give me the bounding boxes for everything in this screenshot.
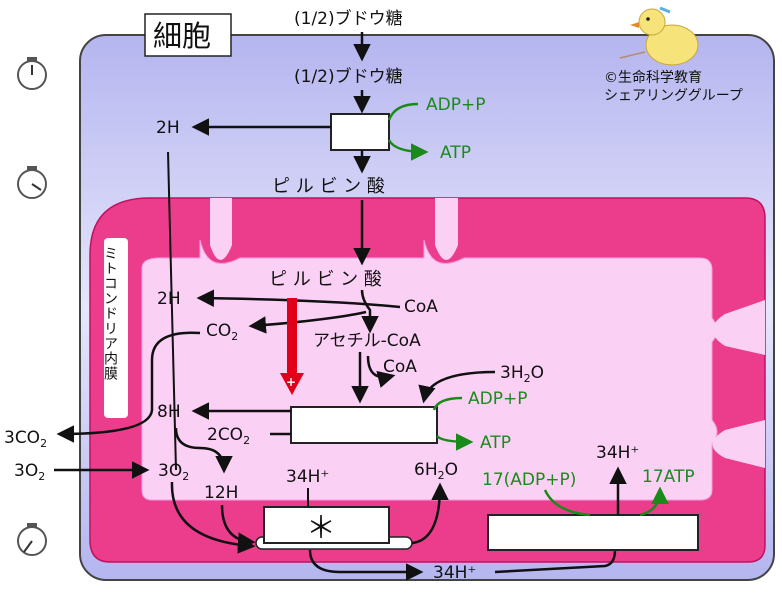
o2-intake-label: 3O2 xyxy=(14,461,45,483)
crista-2 xyxy=(435,198,458,260)
inner-membrane-label: ミトコンドリア内膜 xyxy=(102,246,118,381)
matrix-2h-label: 2H xyxy=(157,289,181,309)
glucose-outside-label: (1/2)ブドウ糖 xyxy=(294,8,403,29)
chick-mascot-icon xyxy=(619,6,699,66)
coa-branch-h-arrow xyxy=(196,289,401,309)
tca-atp-arrow xyxy=(436,433,474,451)
co2-export-label: 3CO2 xyxy=(4,428,47,450)
clock-icon xyxy=(17,57,47,90)
pyruvic-acid-matrix: ピ ル ビ ン 酸 xyxy=(269,269,382,290)
water-output-label: 6H2O xyxy=(414,460,458,482)
atp17-arrow xyxy=(639,486,669,517)
water-input-label: 3H2O xyxy=(500,363,544,385)
acetyl-coa-label: アセチル-CoA xyxy=(313,331,421,351)
copyright-line2: シェアリンググループ xyxy=(604,88,743,104)
proton-gradient-arrow xyxy=(308,549,424,581)
clock-icon xyxy=(17,166,47,199)
citric-acid-cycle-box xyxy=(290,406,438,444)
tca-adp-label: ADP+P xyxy=(468,389,527,409)
water-input-arrow xyxy=(418,370,496,404)
atp17-label: 17ATP xyxy=(642,467,695,487)
red-input-arrow: + xyxy=(280,298,304,395)
matrix-12h-label: 12H xyxy=(204,483,238,503)
proton-return-line xyxy=(494,549,617,574)
pyruvate-to-acetyl-arrow xyxy=(360,289,379,334)
etc-34h-top-label: 34H⁺ xyxy=(286,467,329,487)
coa-branch-co2-arrow xyxy=(248,310,367,334)
glycolysis-box xyxy=(330,113,390,151)
tca-atp-label: ATP xyxy=(480,433,511,453)
glycolysis-adp-label: ADP+P xyxy=(426,95,485,115)
clock-icon xyxy=(17,523,47,556)
atp-synthase-box xyxy=(487,514,699,551)
cell-label: 細胞 xyxy=(153,19,211,53)
tca-2co2-label: 2CO2 xyxy=(207,425,250,447)
crista-4 xyxy=(712,420,765,468)
glycolysis-atp-label: ATP xyxy=(440,143,471,163)
copyright-line1: ©生命科学教育 xyxy=(604,69,702,86)
glycolysis-h-label: 2H xyxy=(156,118,180,138)
matrix-8h-label: 8H xyxy=(157,402,181,422)
glycolysis-adp-curve xyxy=(387,102,419,121)
inner-membrane-label-box xyxy=(104,238,128,418)
co2-label: CO2 xyxy=(206,321,238,343)
crista-1 xyxy=(210,198,232,260)
nadh-carrier-line xyxy=(167,151,177,471)
glycolysis-atp-arrow xyxy=(387,139,429,161)
electron-transport-asterisk: ＊ xyxy=(306,511,336,546)
cell-label-box xyxy=(144,13,232,57)
pyruvic-acid-cytosol: ピ ル ビ ン 酸 xyxy=(272,176,385,197)
o2-to-etc-arrow xyxy=(170,481,256,554)
matrix-o2-label: 3O2 xyxy=(158,461,189,483)
electron-transport-box xyxy=(263,506,390,544)
coa-release-label: CoA xyxy=(383,357,417,377)
coa-input-label: CoA xyxy=(404,297,438,317)
adp17-label: 17(ADP+P) xyxy=(482,470,576,490)
glucose-inside-label: (1/2)ブドウ糖 xyxy=(294,66,403,87)
h-to-12h-arrow xyxy=(174,427,233,474)
svg-text:+: + xyxy=(286,375,296,389)
coa-release-arrow xyxy=(366,355,396,388)
tca-adp-curve xyxy=(432,396,463,411)
co2-export-arrow xyxy=(56,331,201,443)
crista-3 xyxy=(712,300,765,355)
synthase-34h-label: 34H⁺ xyxy=(596,443,639,463)
h34-bottom-label: 34H⁺ xyxy=(433,563,476,583)
water-output-arrow xyxy=(411,482,449,545)
adp17-curve xyxy=(543,489,591,517)
